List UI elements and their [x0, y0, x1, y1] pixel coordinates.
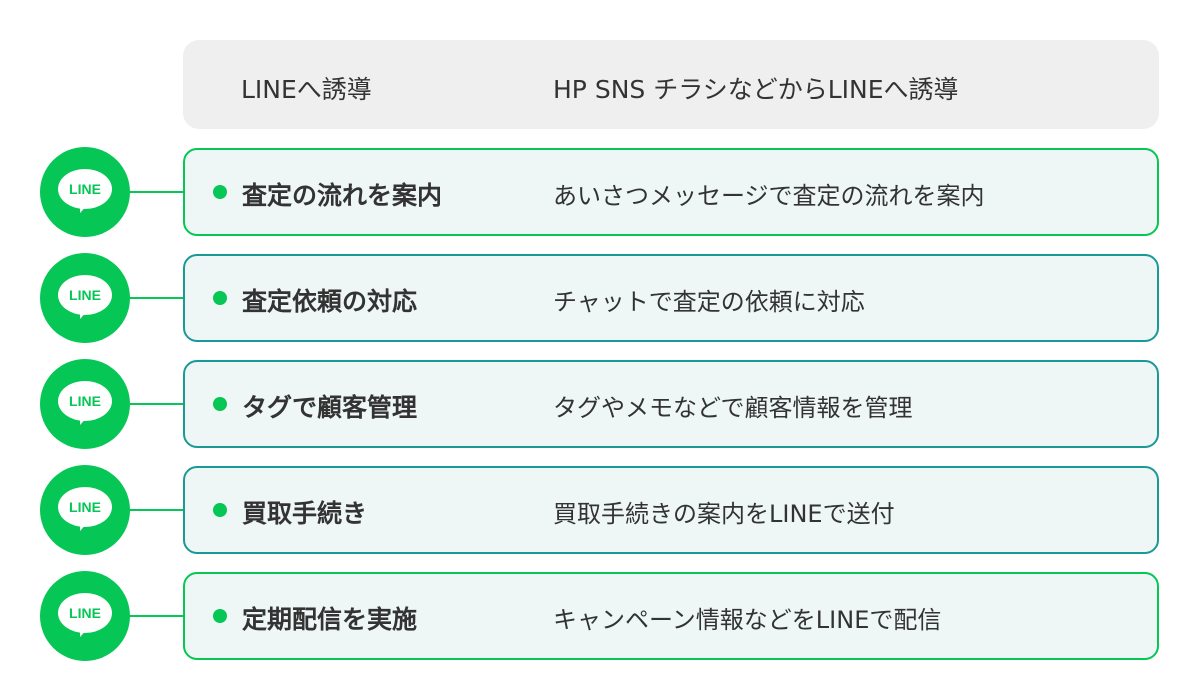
header-description: HP SNS チラシなどからLINEへ誘導 [553, 75, 959, 104]
step-row: LINE 査定の流れを案内 あいさつメッセージで査定の流れを案内 [0, 147, 1200, 237]
step-row: LINE 査定依頼の対応 チャットで査定の依頼に対応 [0, 253, 1200, 343]
step-row: LINE 買取手続き 買取手続きの案内をLINEで送付 [0, 465, 1200, 555]
step-label: 買取手続き [242, 499, 368, 528]
step-label: 査定の流れを案内 [242, 181, 443, 210]
connector-line [130, 615, 220, 617]
connector-line [130, 403, 220, 405]
step-box [183, 360, 1159, 448]
logo-text: LINE [69, 605, 101, 621]
line-logo-icon: LINE [40, 253, 130, 343]
bullet-dot [213, 397, 227, 411]
logo-text: LINE [69, 393, 101, 409]
step-box [183, 254, 1159, 342]
bullet-dot [213, 185, 227, 199]
bullet-dot [213, 291, 227, 305]
step-description: タグやメモなどで顧客情報を管理 [553, 394, 913, 422]
connector-line [130, 191, 220, 193]
step-description: チャットで査定の依頼に対応 [553, 288, 865, 316]
step-description: キャンペーン情報などをLINEで配信 [553, 606, 942, 634]
step-box [183, 466, 1159, 554]
step-box [183, 148, 1159, 236]
step-description: あいさつメッセージで査定の流れを案内 [553, 182, 985, 210]
logo-text: LINE [69, 181, 101, 197]
bullet-dot [213, 609, 227, 623]
line-logo-icon: LINE [40, 571, 130, 661]
step-row: LINE 定期配信を実施 キャンペーン情報などをLINEで配信 [0, 571, 1200, 661]
step-label: タグで顧客管理 [242, 393, 418, 422]
step-box [183, 572, 1159, 660]
step-label: 査定依頼の対応 [242, 287, 418, 316]
step-description: 買取手続きの案内をLINEで送付 [553, 500, 895, 528]
line-logo-icon: LINE [40, 465, 130, 555]
header-box: LINEへ誘導 HP SNS チラシなどからLINEへ誘導 [183, 40, 1159, 129]
bullet-dot [213, 503, 227, 517]
logo-text: LINE [69, 499, 101, 515]
step-row: LINE タグで顧客管理 タグやメモなどで顧客情報を管理 [0, 359, 1200, 449]
connector-line [130, 297, 220, 299]
line-logo-icon: LINE [40, 359, 130, 449]
step-label: 定期配信を実施 [242, 605, 418, 634]
header-label: LINEへ誘導 [241, 75, 372, 104]
connector-line [130, 509, 220, 511]
logo-text: LINE [69, 287, 101, 303]
line-logo-icon: LINE [40, 147, 130, 237]
